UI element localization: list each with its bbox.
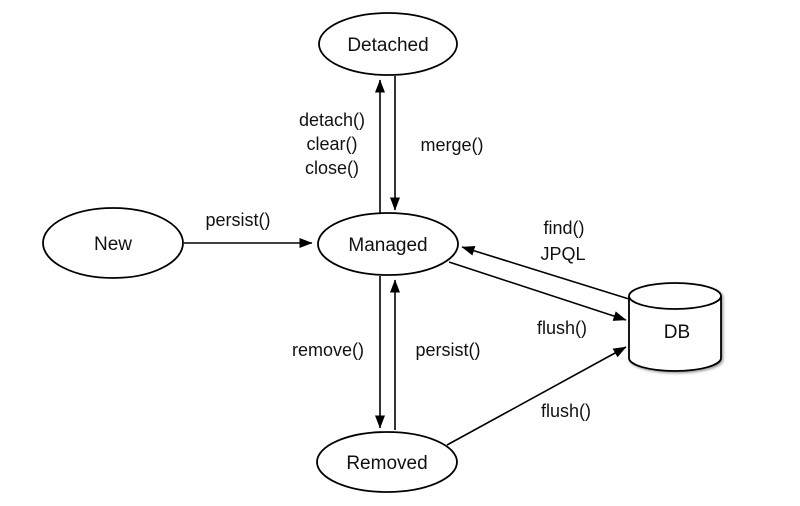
new-ellipse (42, 207, 184, 279)
edge-new-to-managed: persist() (184, 210, 313, 248)
node-detached: Detached (318, 12, 458, 76)
edge-label-find: find() (543, 218, 584, 238)
edge-detached-to-managed: merge() (390, 76, 484, 211)
db-cylinder-body (628, 296, 722, 372)
edge-label-flush-removed: flush() (541, 401, 591, 421)
node-new: New (42, 207, 184, 279)
node-detached-label: Detached (347, 35, 428, 56)
arrow-removed-to-db (446, 346, 627, 446)
managed-ellipse (317, 212, 459, 276)
edge-label-jpql: JPQL (540, 244, 585, 264)
edge-managed-to-removed: remove() (292, 276, 385, 429)
edge-label-merge: merge() (420, 135, 483, 155)
node-db: DB (628, 282, 722, 372)
edge-removed-to-db: flush() (446, 346, 627, 446)
removed-ellipse (316, 431, 458, 493)
edge-label-clear: clear() (306, 134, 357, 154)
detached-ellipse (318, 12, 458, 76)
edge-managed-to-db: flush() (448, 261, 627, 338)
edge-label-persist-new: persist() (205, 210, 270, 230)
db-cylinder-top (628, 282, 722, 310)
edge-managed-to-detached: detach() clear() close() (299, 79, 385, 214)
node-managed: Managed (317, 212, 459, 276)
arrow-db-to-managed (461, 245, 630, 300)
arrow-managed-to-db (448, 261, 627, 321)
edge-label-detach: detach() (299, 110, 365, 130)
edge-label-remove: remove() (292, 340, 364, 360)
edge-removed-to-managed: persist() (390, 279, 481, 430)
node-removed: Removed (316, 431, 458, 493)
node-removed-label: Removed (346, 453, 427, 474)
node-managed-label: Managed (348, 235, 427, 256)
node-db-label: DB (664, 322, 690, 343)
edge-db-to-managed: find() JPQL (461, 218, 630, 300)
edge-label-close: close() (305, 158, 359, 178)
node-new-label: New (94, 234, 132, 255)
edge-label-flush-managed: flush() (537, 318, 587, 338)
edge-label-persist-removed: persist() (415, 340, 480, 360)
